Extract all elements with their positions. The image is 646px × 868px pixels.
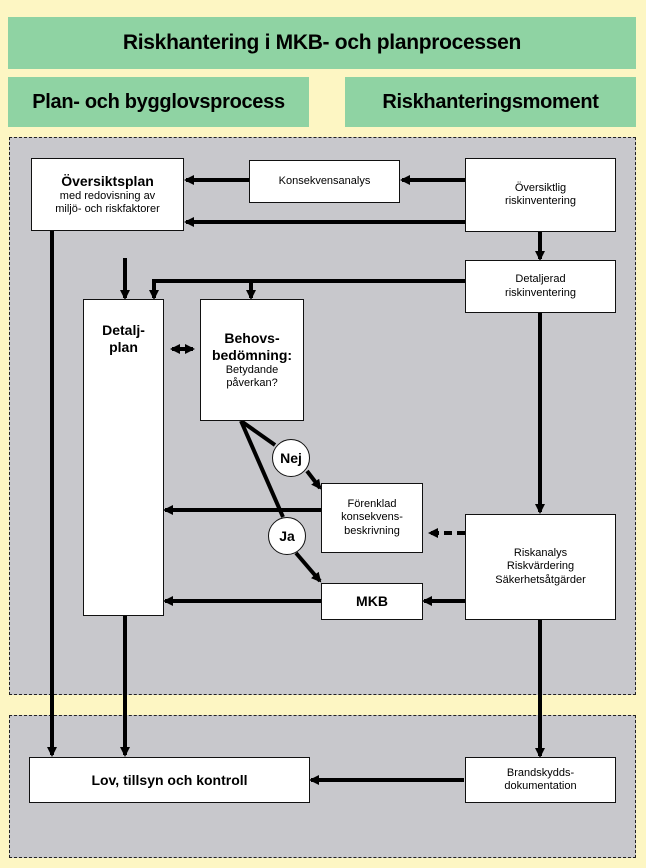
box-behovsbedomning: Behovs- bedömning: Betydande påverkan?	[200, 299, 304, 421]
box-oversiktsplan-title: Översiktsplan	[61, 172, 154, 189]
box-forenklad-line2: konsekvens-	[341, 511, 403, 524]
box-oversiktlig-line2: riskinventering	[505, 195, 576, 207]
decision-nej-label: Nej	[280, 450, 302, 466]
decision-nej: Nej	[272, 439, 310, 477]
box-lov-label: Lov, tillsyn och kontroll	[91, 771, 248, 788]
decision-ja-label: Ja	[279, 528, 295, 544]
arrow-detaljerad-to-detaljplan	[149, 279, 465, 300]
box-mkb-label: MKB	[356, 593, 388, 610]
box-forenklad-konsekvensbeskrivning: Förenklad konsekvens- beskrivning	[321, 483, 423, 553]
box-oversiktlig-riskinventering: Översiktlig riskinventering	[465, 158, 616, 232]
box-mkb: MKB	[321, 583, 423, 620]
box-detaljerad-line1: Detaljerad	[515, 273, 566, 286]
box-behov-line3: Betydande	[225, 363, 279, 376]
box-detaljplan-line1: Detalj-	[102, 322, 145, 338]
box-riskanalys-line2: Riskvärdering	[506, 560, 575, 573]
arrow-ja-to-mkb	[294, 551, 322, 583]
box-detaljplan-line2: plan	[109, 338, 138, 355]
box-behov-line1: Behovs-	[224, 330, 280, 347]
box-forenklad-line1: Förenklad	[347, 498, 397, 511]
diagram-title: Riskhantering i MKB- och planprocessen	[8, 17, 636, 69]
column-header-plan-process: Plan- och bygglovsprocess	[8, 77, 309, 127]
column-header-risk-steps: Riskhanteringsmoment	[345, 77, 636, 127]
box-oversiktsplan-sub2: miljö- och riskfaktorer	[55, 202, 160, 215]
box-konsekvensanalys-label: Konsekvensanalys	[278, 174, 371, 187]
box-oversiktsplan-sub1: med redovisning av	[59, 189, 156, 202]
arrow-behov-to-ja	[239, 420, 285, 518]
arrow-nej-to-forenklad	[305, 469, 322, 490]
box-behov-line2: bedömning:	[211, 346, 293, 363]
box-detaljplan: Detalj- plan	[83, 299, 164, 616]
box-oversiktlig-line1: Översiktlig	[514, 181, 567, 194]
box-riskanalys: Riskanalys Riskvärdering Säkerhetsåtgärd…	[465, 514, 616, 620]
box-riskanalys-line3: Säkerhetsåtgärder	[495, 573, 586, 586]
box-lov-tillsyn-kontroll: Lov, tillsyn och kontroll	[29, 757, 310, 803]
box-riskanalys-line1: Riskanalys	[513, 547, 568, 560]
box-detaljerad-line2: riskinventering	[505, 286, 576, 299]
box-oversiktsplan: Översiktsplan med redovisning av miljö- …	[31, 158, 184, 231]
decision-ja: Ja	[268, 517, 306, 555]
box-behov-line4: påverkan?	[226, 376, 278, 389]
box-brandskydd-line2: dokumentation	[504, 780, 577, 792]
box-brandskydd-line1: Brandskydds-	[506, 766, 575, 779]
box-konsekvensanalys: Konsekvensanalys	[249, 160, 400, 203]
box-detaljerad-riskinventering: Detaljerad riskinventering	[465, 260, 616, 313]
box-forenklad-line3: beskrivning	[344, 524, 400, 537]
arrow-behov-to-nej	[239, 419, 277, 447]
box-brandskyddsdokumentation: Brandskydds- dokumentation	[465, 757, 616, 803]
